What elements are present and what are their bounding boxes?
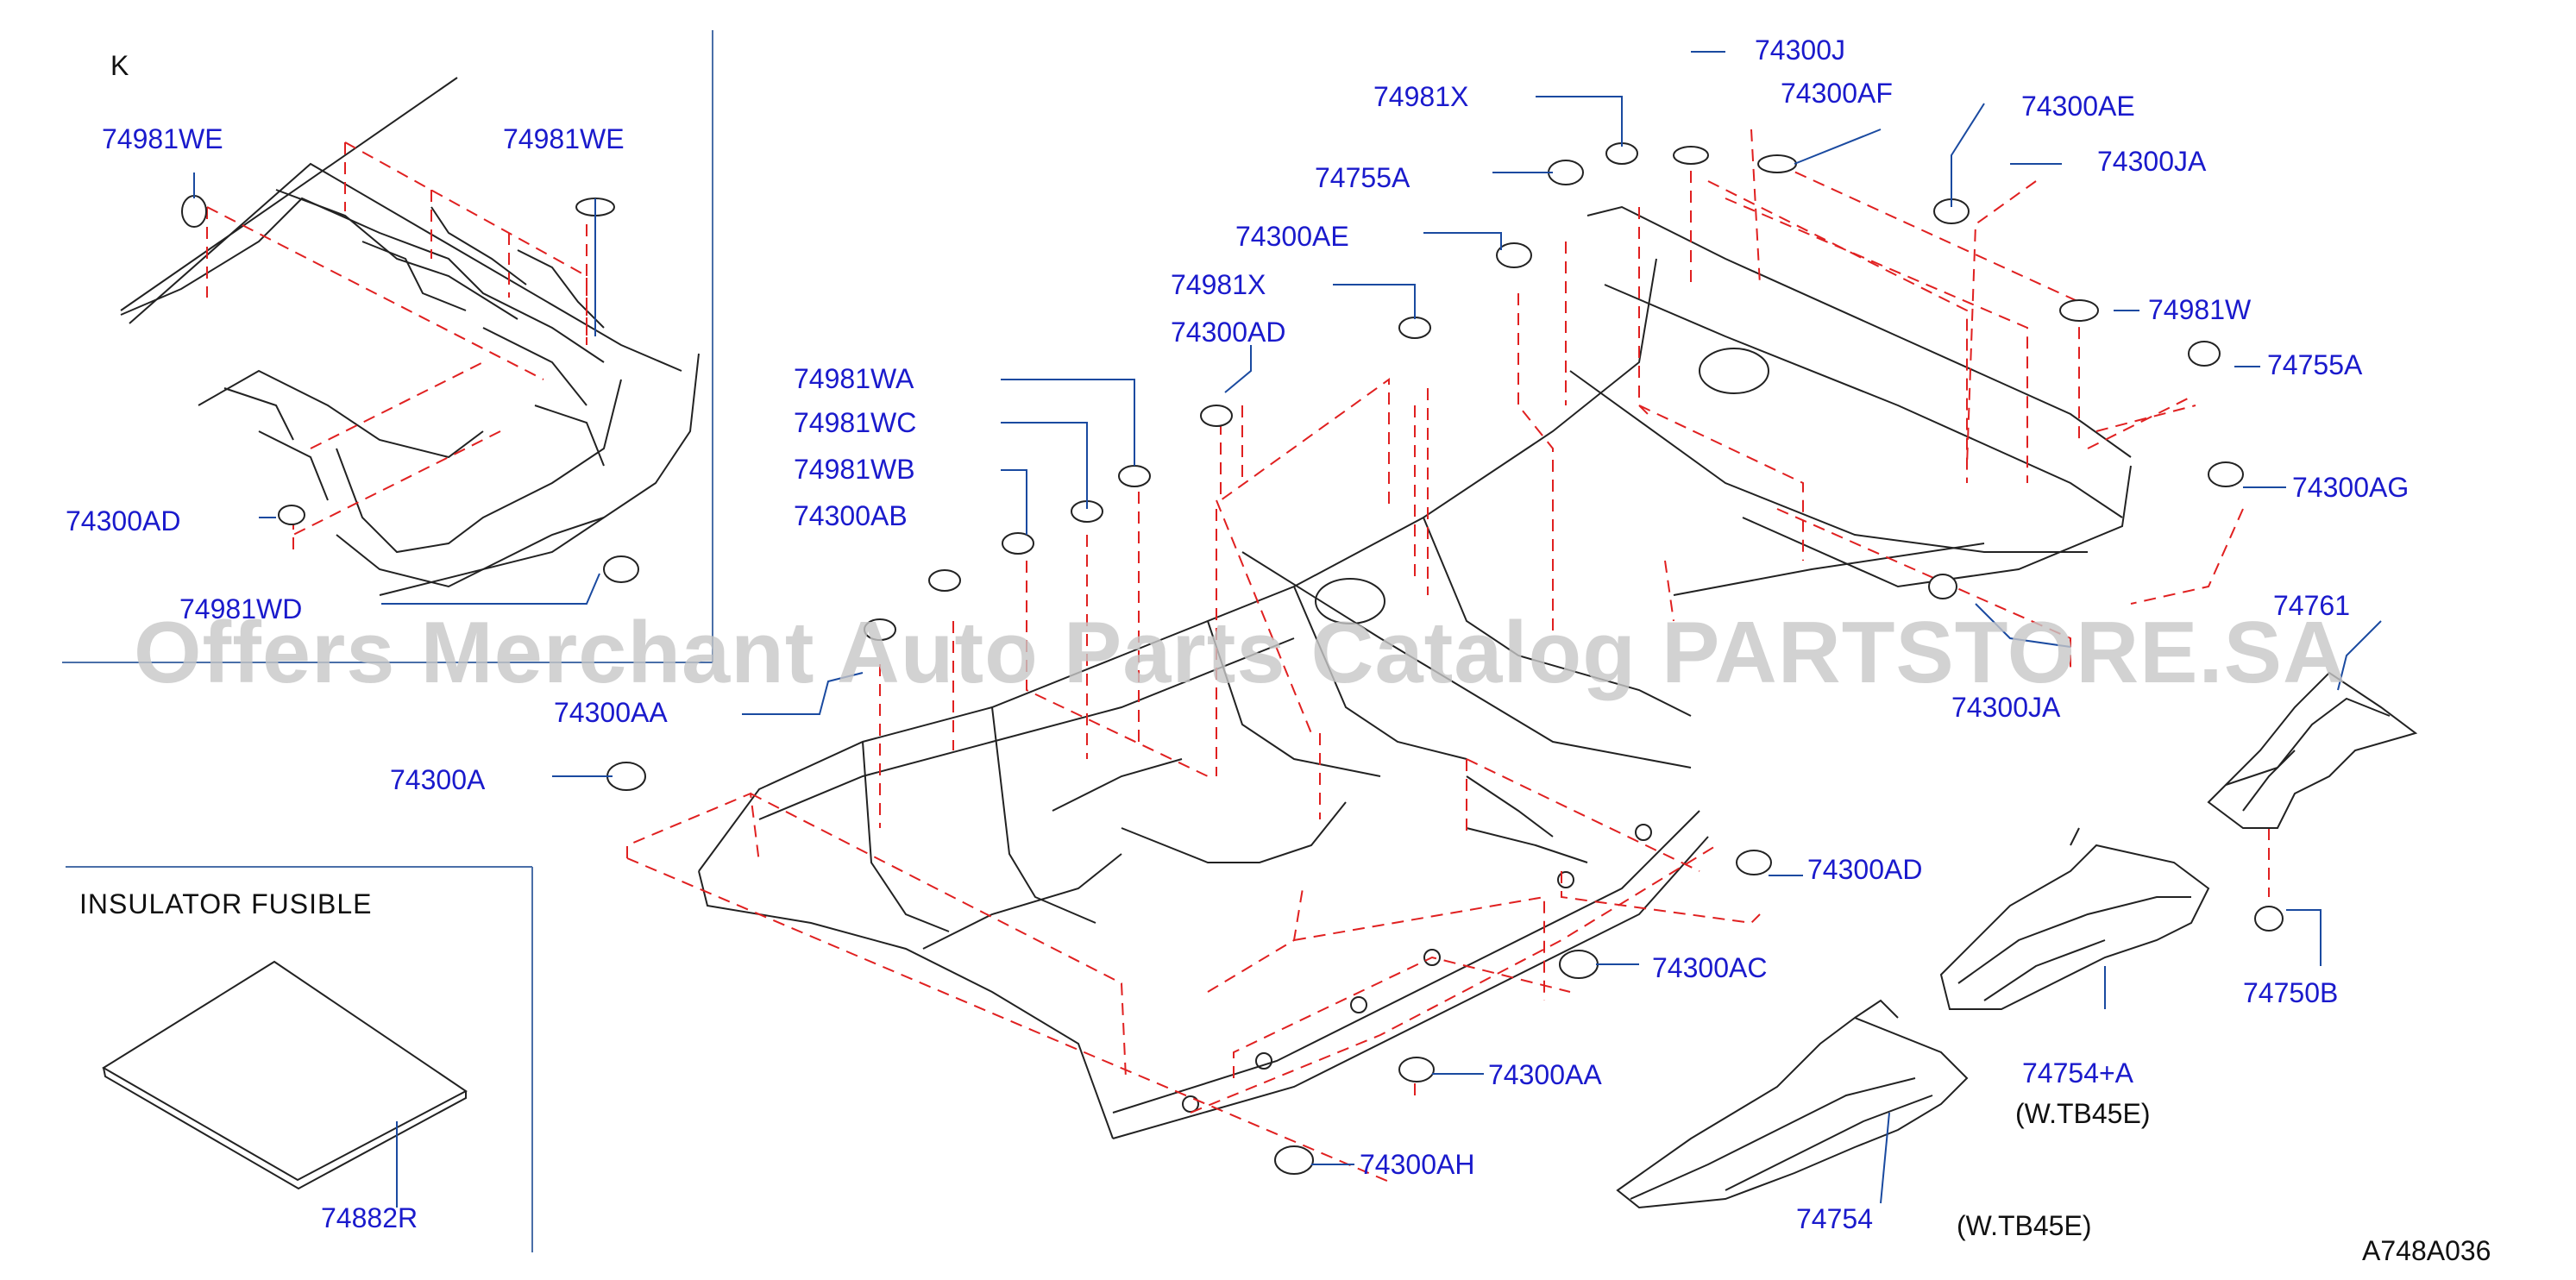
heat-shield-74761 [2207,671,2418,829]
part-label-74300AE-left[interactable]: 74300AE [1235,221,1349,252]
variant-note-a: (W.TB45E) [2015,1098,2151,1129]
part-label-74981WE-left[interactable]: 74981WE [102,123,223,154]
part-label-74300AF[interactable]: 74300AF [1781,78,1893,109]
part-label-74300JA-bottom[interactable]: 74300JA [1951,692,2061,723]
part-label-74750B[interactable]: 74750B [2243,977,2339,1008]
part-label-74300JA-top[interactable]: 74300JA [2097,146,2207,177]
part-label-74300AB[interactable]: 74300AB [794,500,908,531]
part-label-74754A[interactable]: 74754+A [2022,1057,2134,1089]
part-label-74981WE-right[interactable]: 74981WE [503,123,625,154]
fastener-clips [181,142,2284,1175]
drawing-code: A748A036 [2362,1235,2491,1266]
heat-shield-74754 [1616,999,1969,1209]
part-label-74300AA-left[interactable]: 74300AA [554,697,668,728]
part-label-74981WD[interactable]: 74981WD [179,593,303,624]
part-label-74981X-top[interactable]: 74981X [1373,81,1469,112]
main-floor-dashed-lines [626,129,2270,1183]
part-label-74300AC[interactable]: 74300AC [1652,952,1768,983]
part-label-74300AG[interactable]: 74300AG [2292,472,2410,503]
part-label-74981X-mid[interactable]: 74981X [1171,269,1266,300]
part-label-74761[interactable]: 74761 [2273,590,2350,621]
part-label-74300AH[interactable]: 74300AH [1360,1149,1475,1180]
part-label-74755A-right[interactable]: 74755A [2267,349,2363,380]
part-label-74754[interactable]: 74754 [1796,1203,1873,1234]
watermark: Offers Merchant Auto Parts Catalog PARTS… [134,605,2347,701]
part-label-74300AD-detail[interactable]: 74300AD [66,505,181,536]
main-floor-holes [1182,348,1769,1113]
part-label-74300AE-right[interactable]: 74300AE [2021,91,2135,122]
part-label-74300AA-right[interactable]: 74300AA [1488,1059,1602,1090]
detail-view-label: K [110,50,129,81]
leader-lines [193,51,2382,1204]
part-label-74981W[interactable]: 74981W [2148,294,2252,325]
main-floor-outline [698,205,2132,1139]
part-label-74882R[interactable]: 74882R [321,1202,418,1233]
part-label-74755A-left[interactable]: 74755A [1315,162,1411,193]
part-label-74981WB[interactable]: 74981WB [794,454,915,485]
insulator-title: INSULATOR FUSIBLE [79,888,373,919]
panel-frame-lines [62,30,713,1252]
part-label-74300A[interactable]: 74300A [390,764,486,795]
detail-k-dashed-lines [206,141,587,552]
detail-k-floor-outline [120,77,700,596]
part-label-74981WA[interactable]: 74981WA [794,363,914,394]
part-label-74300AD-mid[interactable]: 74300AD [1171,317,1286,348]
heat-shield-74754A [1939,827,2210,1010]
variant-note-b: (W.TB45E) [1957,1210,2092,1241]
insulator-sheet [102,960,468,1208]
part-label-74300J[interactable]: 74300J [1755,35,1845,66]
part-label-74300AD-bottom[interactable]: 74300AD [1807,854,1923,885]
part-label-74981WC[interactable]: 74981WC [794,407,917,438]
